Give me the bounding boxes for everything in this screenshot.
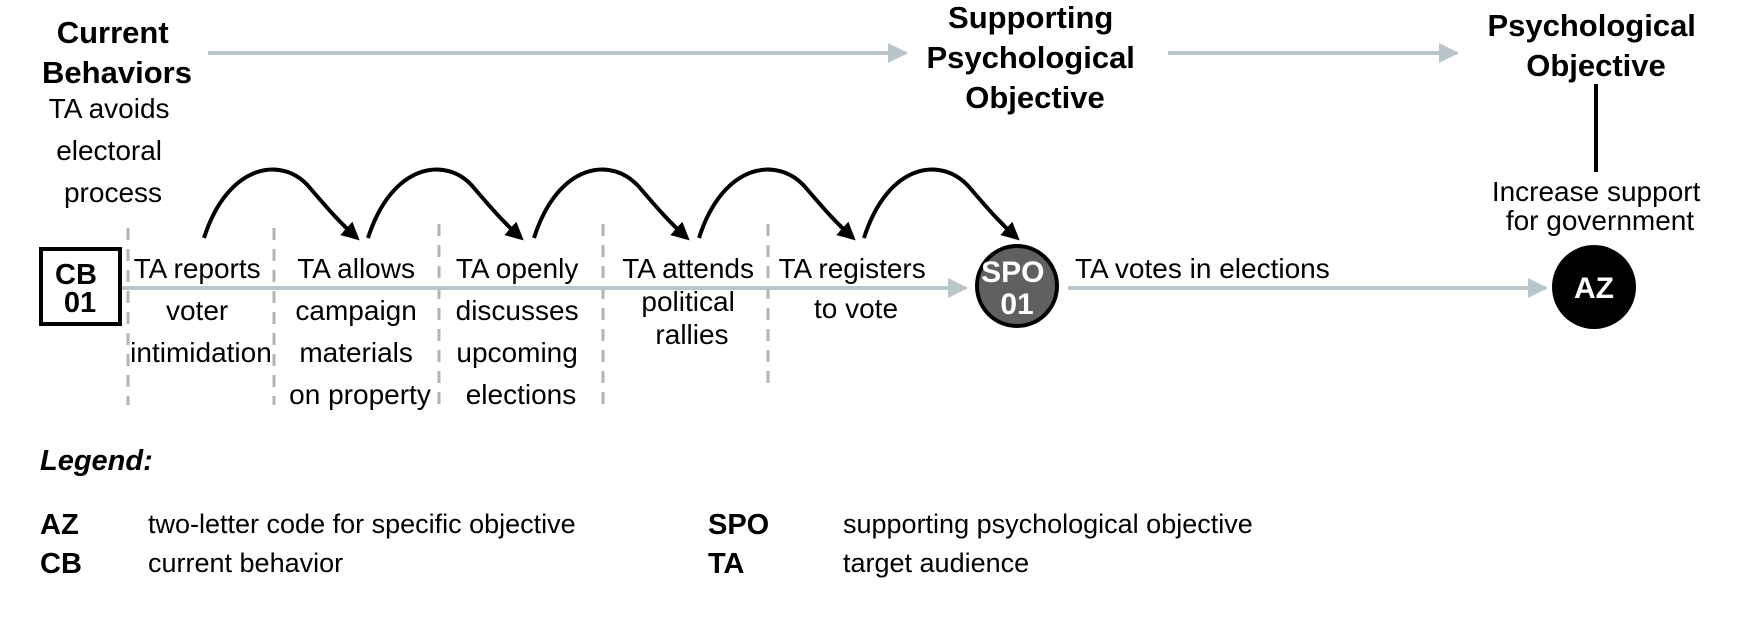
step-3-text: TA openly discusses upcoming elections [456, 253, 587, 410]
step-connector-curve [366, 167, 524, 241]
step-2-text: TA allows campaign materials on property [289, 253, 431, 410]
legend-abbr: TA [708, 548, 745, 580]
legend-definition: target audience [843, 548, 1029, 578]
step-1-text: TA reports voter intimidation [130, 253, 272, 368]
objective-text: Increase support for government [1492, 176, 1708, 236]
legend-definition: current behavior [148, 548, 343, 578]
current-behavior-text: TA avoids electoral process [49, 93, 178, 208]
cb-box [39, 247, 122, 326]
header-psychological-objective: Psychological Objective [1487, 8, 1704, 83]
legend-abbr: SPO [708, 509, 769, 541]
legend-title: Legend: [40, 445, 153, 477]
step-connector-curve [202, 167, 360, 241]
legend-definition: supporting psychological objective [843, 509, 1253, 539]
spo-circle [975, 244, 1059, 328]
step-connector-curve [862, 167, 1020, 241]
legend-definition: two-letter code for specific objective [148, 509, 576, 539]
step-connector-curve [532, 167, 690, 241]
cb-box-label: CB 01 [55, 259, 105, 319]
legend-abbr: AZ [40, 509, 79, 541]
step-4-text: TA attends political rallies [622, 253, 762, 350]
legend-abbr: CB [40, 548, 82, 580]
header-supporting-objective: Supporting Psychological Objective [926, 0, 1143, 115]
step-5-text: TA registers to vote [778, 253, 933, 324]
step-connector-curve [697, 167, 856, 241]
spo-circle-label: SPO 01 [981, 256, 1053, 321]
az-circle [1552, 245, 1636, 329]
az-circle-label: AZ [1574, 272, 1614, 305]
header-current-behaviors: Current Behaviors [42, 15, 192, 90]
spo-behavior-text: TA votes in elections [1075, 253, 1330, 284]
